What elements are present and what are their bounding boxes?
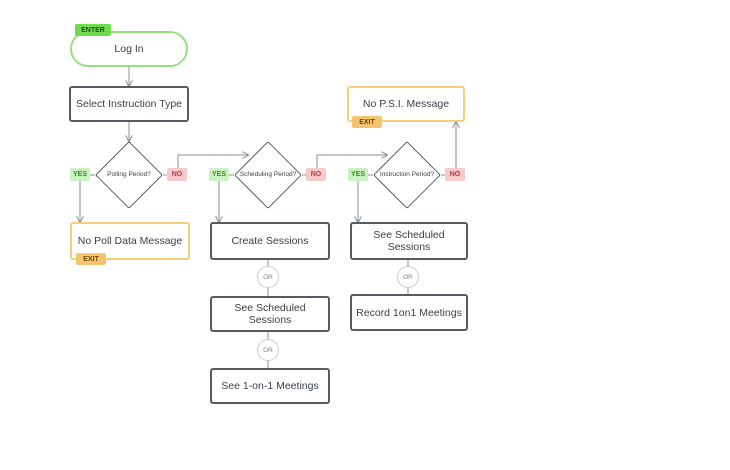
connector-scheduling-yes (219, 174, 234, 222)
see-1-on-1-meetings-label: See 1-on-1 Meetings (221, 380, 319, 392)
polling-period-decision: Polling Period? (95, 141, 163, 209)
create-sessions-label: Create Sessions (231, 235, 309, 247)
see-scheduled-sessions-col2-node: See Scheduled Sessions (210, 296, 330, 332)
instruction-no-tag: NO (445, 168, 465, 181)
instruction-yes-tag: YES (348, 168, 368, 181)
select-instruction-type-label: Select Instruction Type (75, 98, 183, 110)
no-poll-exit-tag: EXIT (76, 253, 106, 265)
login-node: Log In (70, 31, 188, 67)
no-psi-exit-tag: EXIT (352, 116, 382, 128)
see-1-on-1-meetings-node: See 1-on-1 Meetings (210, 368, 330, 404)
or-connector-col2-first: OR (257, 266, 279, 288)
instruction-period-label: Instruction Period? (379, 170, 435, 178)
scheduling-no-tag: NO (306, 168, 326, 181)
scheduling-period-decision: Scheduling Period? (234, 141, 302, 209)
no-poll-data-message-label: No Poll Data Message (77, 235, 183, 247)
connector-polling-yes (80, 174, 95, 222)
see-scheduled-sessions-col3-label: See Scheduled Sessions (373, 229, 445, 253)
or-connector-col3: OR (397, 266, 419, 288)
no-psi-message-label: No P.S.I. Message (362, 98, 450, 110)
record-1on1-meetings-node: Record 1on1 Meetings (350, 294, 468, 331)
see-scheduled-sessions-col3-node: See Scheduled Sessions (350, 222, 468, 260)
enter-tag: ENTER (75, 24, 111, 36)
select-instruction-type-node: Select Instruction Type (69, 86, 189, 122)
or-connector-col2-second: OR (257, 339, 279, 361)
login-label: Log In (114, 43, 144, 55)
polling-period-label: Polling Period? (107, 170, 151, 178)
polling-no-tag: NO (167, 168, 187, 181)
create-sessions-node: Create Sessions (210, 222, 330, 260)
instruction-period-decision: Instruction Period? (373, 141, 441, 209)
record-1on1-meetings-label: Record 1on1 Meetings (356, 306, 462, 319)
connector-instruction-yes (358, 174, 373, 222)
scheduling-yes-tag: YES (209, 168, 229, 181)
see-scheduled-sessions-col2-label: See Scheduled Sessions (234, 302, 306, 326)
scheduling-period-label: Scheduling Period? (239, 170, 297, 178)
polling-yes-tag: YES (70, 168, 90, 181)
